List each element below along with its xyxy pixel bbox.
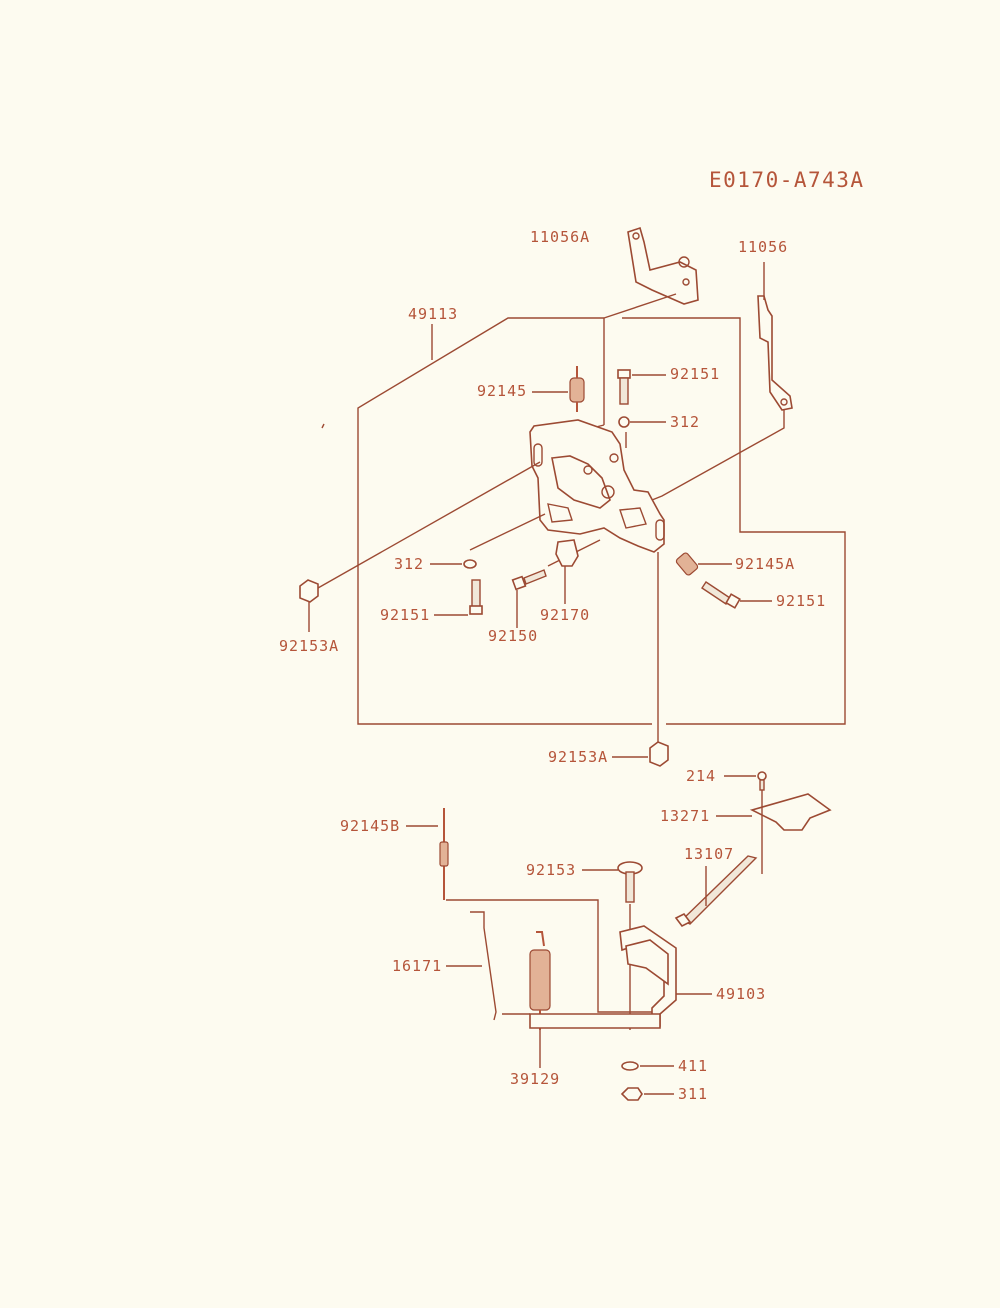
lever-49103 [619,925,712,1027]
control-plate [529,419,665,553]
spring-92145B [406,808,652,1013]
shaft-13107 [674,855,758,928]
label-11056A[interactable]: 11056A [530,228,591,246]
label-49103[interactable]: 49103 [716,985,767,1003]
label-92145B[interactable]: 92145B [340,817,401,835]
bolt-92153A-bottom [612,552,669,767]
spring-92145A [675,552,732,576]
bolt-92153 [582,861,643,1030]
bolt-92151-left [434,579,483,616]
label-92153A-bottom[interactable]: 92153A [548,748,609,766]
label-92151-right[interactable]: 92151 [776,592,827,610]
label-13107[interactable]: 13107 [684,845,735,863]
bolt-92153A-left [299,423,541,632]
spring-92145 [532,366,585,412]
bracket-11056A [591,226,699,429]
label-39129[interactable]: 39129 [510,1070,561,1088]
label-411[interactable]: 411 [678,1057,709,1075]
assembly-outline-49113 [357,317,846,725]
label-92151-top[interactable]: 92151 [670,365,721,383]
label-13271[interactable]: 13271 [660,807,711,825]
rod-16171 [446,911,497,1021]
label-214[interactable]: 214 [686,767,717,785]
label-311[interactable]: 311 [678,1085,709,1103]
label-92151-left[interactable]: 92151 [380,606,431,624]
spring-39129 [502,931,661,1068]
bracket-11056 [651,262,793,501]
screw-214 [724,771,767,791]
nut-312-left [430,513,546,569]
label-16171[interactable]: 16171 [392,957,443,975]
diagram-code: E0170-A743A [709,168,865,192]
label-92153A-left[interactable]: 92153A [279,637,340,655]
nut-312-top [618,416,666,428]
label-312-left[interactable]: 312 [394,555,425,573]
bolt-92151-right [701,581,772,609]
label-92150[interactable]: 92150 [488,627,539,645]
label-11056[interactable]: 11056 [738,238,789,256]
washer-411 [621,1061,674,1071]
plate-13271 [716,790,832,874]
label-92170[interactable]: 92170 [540,606,591,624]
label-49113[interactable]: 49113 [408,305,459,323]
label-92145A[interactable]: 92145A [735,555,796,573]
label-312-top[interactable]: 312 [670,413,701,431]
nut-311 [620,1087,674,1101]
label-92145[interactable]: 92145 [477,382,528,400]
clip-92170 [555,539,579,604]
bolt-92151-top [617,369,666,405]
label-92153[interactable]: 92153 [526,861,577,879]
